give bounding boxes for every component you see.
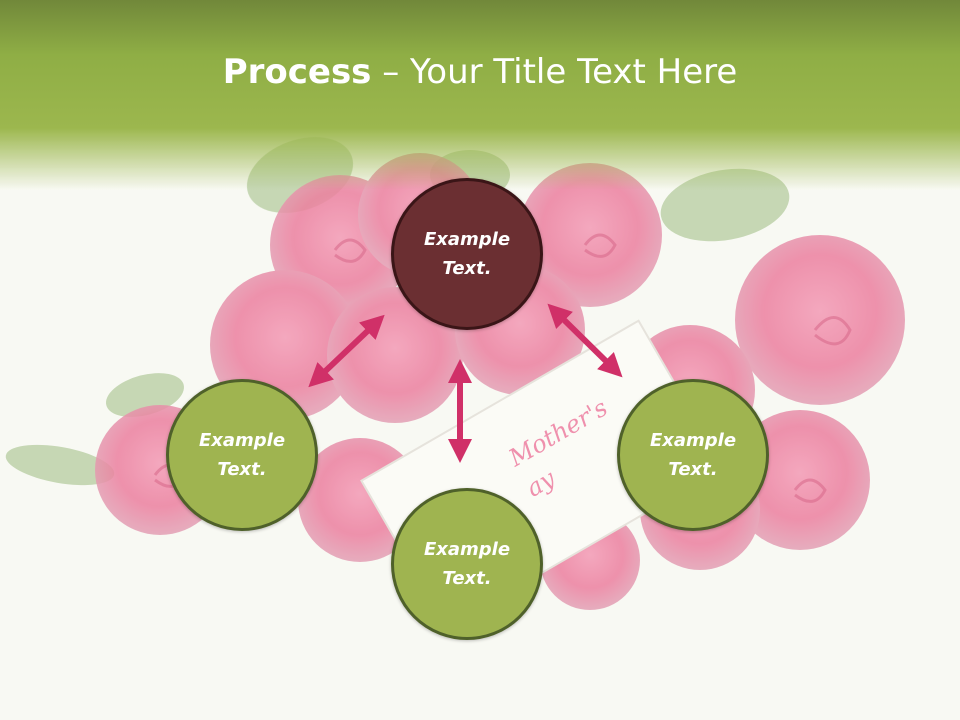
node-bottom-text: Example Text.: [423, 539, 511, 589]
arrow-top-right: [547, 303, 623, 378]
slide-title: Process – Your Title Text Here: [0, 52, 960, 92]
title-bold: Process: [222, 52, 372, 92]
node-right: Example Text.: [617, 379, 769, 531]
node-left-text: Example Text.: [198, 430, 286, 480]
node-top-text: Example Text.: [423, 229, 511, 279]
arrow-top-left: [308, 314, 385, 388]
node-top: Example Text.: [391, 178, 543, 330]
title-rest: – Your Title Text Here: [371, 52, 738, 92]
node-left: Example Text.: [166, 379, 318, 531]
node-bottom: Example Text.: [391, 488, 543, 640]
header-band: [0, 0, 960, 190]
node-right-text: Example Text.: [649, 430, 737, 480]
